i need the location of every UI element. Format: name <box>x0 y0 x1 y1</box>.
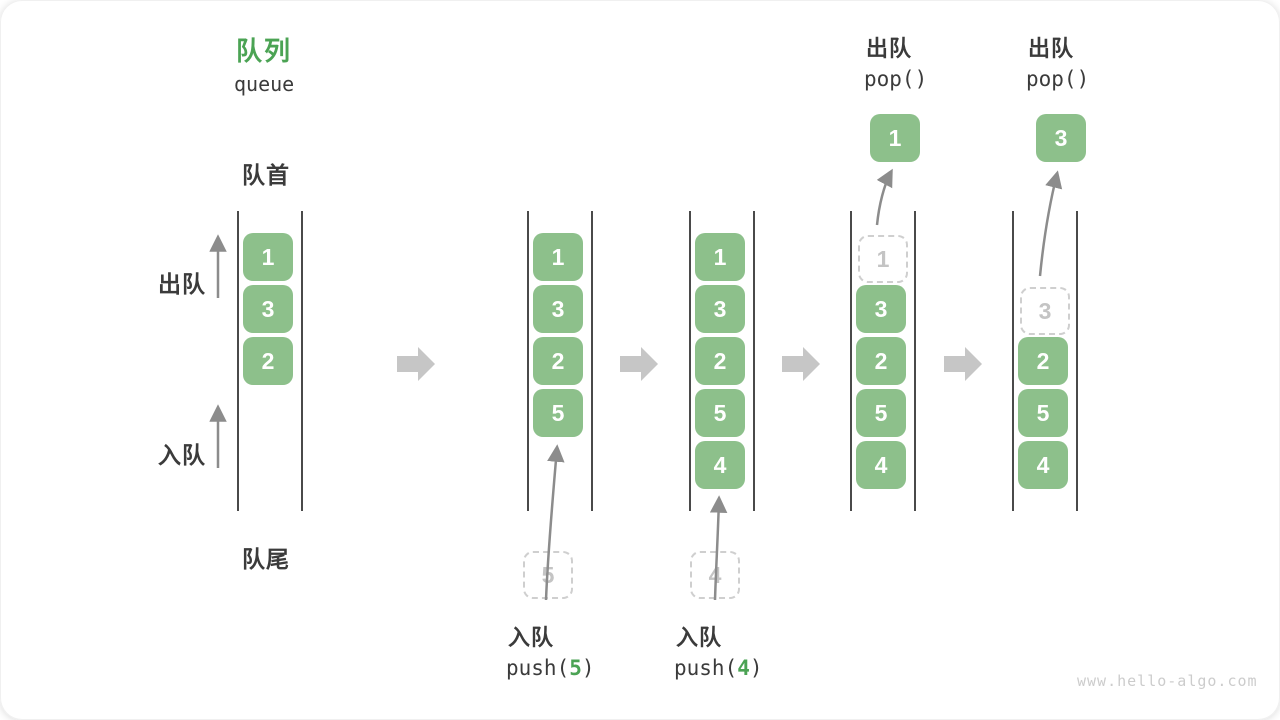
queue-cell: 3 <box>856 285 906 333</box>
code-fn: push( <box>674 656 738 680</box>
dequeue-op-label: 出队 <box>1028 36 1075 61</box>
queue-cell: 3 <box>243 285 293 333</box>
dequeued-slot-cell: 3 <box>1020 287 1070 335</box>
pending-enqueue-cell: 5 <box>523 551 573 599</box>
queue-cell: 1 <box>695 233 745 281</box>
queue-cell: 5 <box>533 389 583 437</box>
arrow-right-icon <box>620 347 658 381</box>
queue-cell: 4 <box>695 441 745 489</box>
diagram-title-en: queue <box>234 72 295 96</box>
queue-cell: 4 <box>856 441 906 489</box>
dequeue-op-label: 出队 <box>866 36 913 61</box>
queue-rails-state4 <box>850 211 916 511</box>
dequeue-op-code: pop() <box>1026 67 1090 91</box>
queue-front-label: 队首 <box>242 162 290 188</box>
queue-cell: 3 <box>695 285 745 333</box>
pending-enqueue-cell: 4 <box>690 551 740 599</box>
queue-cell: 1 <box>533 233 583 281</box>
popped-cell: 3 <box>1036 114 1086 162</box>
diagram-title-zh: 队列 <box>236 36 293 66</box>
enqueue-op-label: 入队 <box>676 625 723 650</box>
code-close: ) <box>749 656 763 680</box>
queue-cell: 3 <box>533 285 583 333</box>
queue-cell: 5 <box>856 389 906 437</box>
queue-cell: 4 <box>1018 441 1068 489</box>
code-fn: push( <box>506 656 570 680</box>
watermark: www.hello-algo.com <box>1077 672 1258 690</box>
dequeue-op-code: pop() <box>864 67 928 91</box>
queue-cell: 5 <box>1018 389 1068 437</box>
queue-cell: 2 <box>695 337 745 385</box>
enqueue-op-label: 入队 <box>508 625 555 650</box>
enqueue-op-code: push(5) <box>506 656 595 680</box>
enqueue-op-code: push(4) <box>674 656 763 680</box>
queue-cell: 5 <box>695 389 745 437</box>
queue-cell: 2 <box>243 337 293 385</box>
dequeue-side-label: 出队 <box>158 271 206 297</box>
queue-rails-state1 <box>237 211 303 511</box>
dequeued-slot-cell: 1 <box>858 235 908 283</box>
code-close: ) <box>581 656 595 680</box>
enqueue-side-label: 入队 <box>158 442 206 468</box>
code-arg: 5 <box>569 656 582 680</box>
queue-rails-state5 <box>1012 211 1078 511</box>
arrow-right-icon <box>397 347 435 381</box>
queue-cell: 2 <box>533 337 583 385</box>
code-arg: 4 <box>737 656 750 680</box>
arrow-right-icon <box>944 347 982 381</box>
queue-cell: 2 <box>1018 337 1068 385</box>
queue-rails-state2 <box>527 211 593 511</box>
arrow-right-icon <box>782 347 820 381</box>
popped-cell: 1 <box>870 114 920 162</box>
queue-cell: 2 <box>856 337 906 385</box>
queue-rails-state3 <box>689 211 755 511</box>
queue-cell: 1 <box>243 233 293 281</box>
queue-rear-label: 队尾 <box>242 546 290 572</box>
